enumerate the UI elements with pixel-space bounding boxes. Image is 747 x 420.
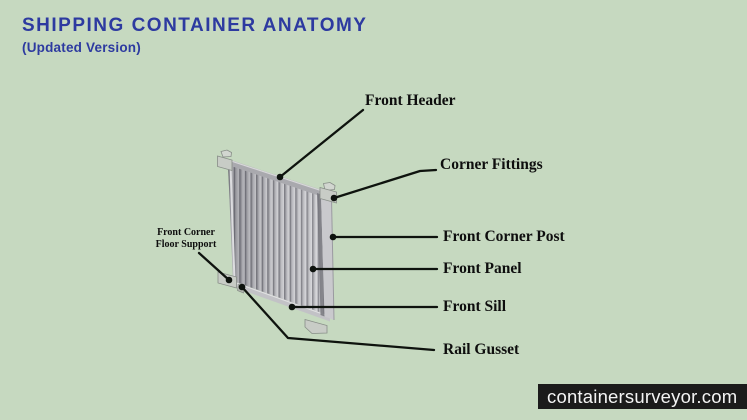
page-subtitle: (Updated Version)	[22, 40, 141, 55]
front-corner-post-shape	[317, 193, 335, 321]
front-sill-rail	[231, 281, 331, 322]
watermark: containersurveyor.com	[538, 384, 747, 409]
leader-rail-gusset	[238, 283, 436, 352]
corner-fitting-bottom-right	[304, 318, 328, 334]
label-corner-fittings: Corner Fittings	[440, 156, 543, 173]
title-block: SHIPPING CONTAINER ANATOMY (Updated Vers…	[22, 14, 367, 55]
label-front-header: Front Header	[365, 92, 456, 109]
label-front-corner-post: Front Corner Post	[443, 228, 565, 245]
leader-front-sill	[288, 303, 439, 311]
label-front-corner-floor-support: Front Corner Floor Support	[155, 227, 217, 250]
leader-front-panel	[309, 265, 439, 273]
leader-front-corner-floor-support	[197, 251, 233, 284]
leader-front-header	[276, 108, 365, 181]
leader-front-corner-post	[329, 233, 439, 241]
label-front-panel: Front Panel	[443, 260, 522, 277]
corner-fitting-top-left	[217, 149, 233, 172]
leader-corner-fittings	[330, 168, 438, 202]
label-front-sill: Front Sill	[443, 298, 507, 315]
front-panel-shape	[228, 165, 330, 316]
label-rail-gusset: Rail Gusset	[443, 341, 520, 358]
page-title: SHIPPING CONTAINER ANATOMY	[22, 15, 368, 36]
